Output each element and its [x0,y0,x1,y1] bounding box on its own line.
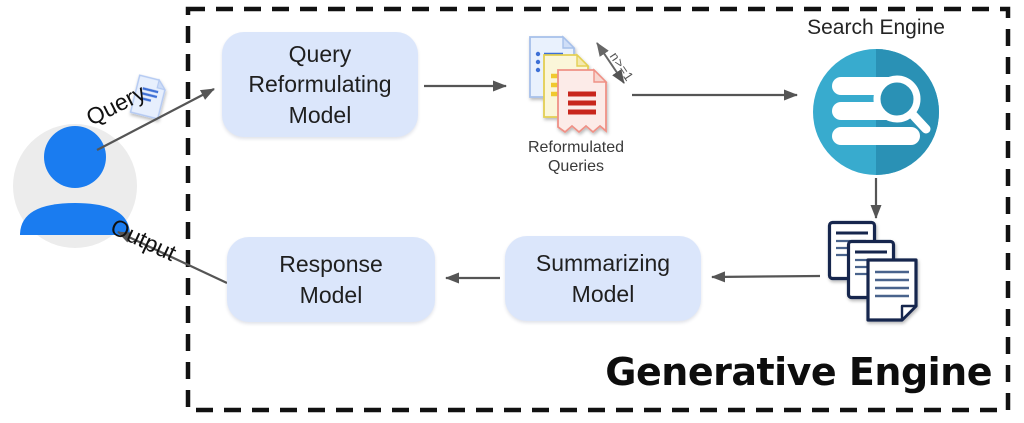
node-response-model: Response Model [227,237,435,322]
reformulated-queries-stack-icon [529,35,608,134]
user-icon [13,124,137,248]
node-summarizing-model: Summarizing Model [505,236,701,321]
reformulated-queries-label: Reformulated Queries [527,139,625,175]
search-engine-icon [813,49,939,175]
arrow-user-query [96,88,215,151]
query-document-icon [129,74,167,120]
generative-engine-title: Generative Engine [605,350,992,394]
node-label: Response Model [279,251,383,308]
node-query-reformulating-model: Query Reformulating Model [222,32,418,137]
search-engine-label: Search Engine [807,16,945,39]
arrow-documents-to-summarizer [711,271,821,283]
generative-engine-boundary [185,6,1011,413]
magnifier-icon [873,75,931,134]
node-label: Query Reformulating Model [248,40,392,128]
n-range-arrow-icon [596,42,625,84]
retrieved-documents-stack-icon [827,220,918,322]
arrow-response-to-user-output [117,231,228,284]
node-label: Summarizing Model [535,250,671,307]
